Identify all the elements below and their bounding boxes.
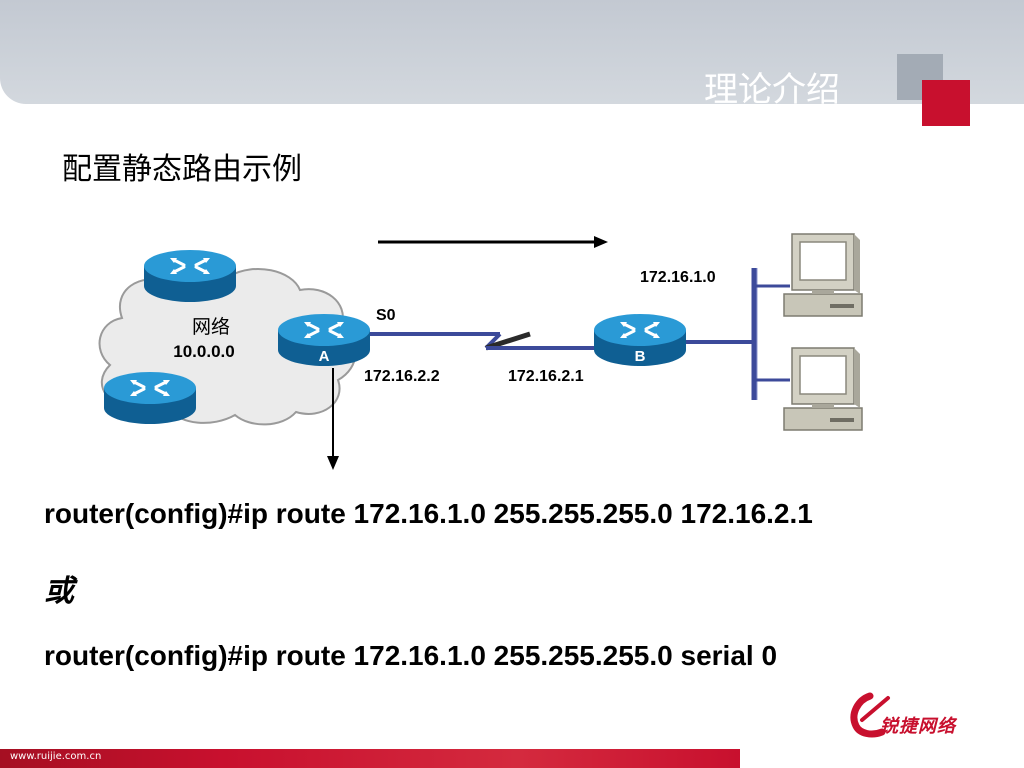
command-next-hop: router(config)#ip route 172.16.1.0 255.2… [44, 498, 813, 529]
cloud-label-network: 10.0.0.0 [173, 342, 234, 361]
cloud-router-bottom-icon [102, 370, 198, 426]
footer-url[interactable]: www.ruijie.com.cn [10, 751, 102, 762]
computer-bottom-icon [783, 347, 863, 431]
or-label: 或 [44, 574, 74, 609]
ip-router-a: 172.16.2.2 [364, 368, 440, 385]
header-title: 理论介绍 [704, 70, 840, 110]
router-a-label: A [319, 348, 330, 365]
cloud-router-top-icon [142, 248, 238, 304]
footer-bar [0, 749, 740, 768]
computer-top-icon [783, 233, 863, 317]
ip-router-b: 172.16.2.1 [508, 368, 584, 385]
direction-arrow-down [327, 368, 339, 470]
interface-label: S0 [376, 307, 396, 324]
lan-bus [751, 268, 790, 400]
command-exit-interface: router(config)#ip route 172.16.1.0 255.2… [44, 640, 778, 671]
direction-arrow-right [378, 236, 608, 248]
cloud-label-name: 网络 [192, 316, 230, 338]
router-b-label: B [635, 348, 646, 365]
logo-text: 锐捷网络 [880, 716, 956, 737]
header-band [0, 0, 1024, 104]
lan-network-label: 172.16.1.0 [640, 269, 716, 286]
header-decor-red-square [922, 80, 970, 126]
serial-link [366, 331, 596, 351]
ruijie-logo-icon [850, 692, 890, 738]
slide-heading: 配置静态路由示例 [62, 152, 302, 187]
